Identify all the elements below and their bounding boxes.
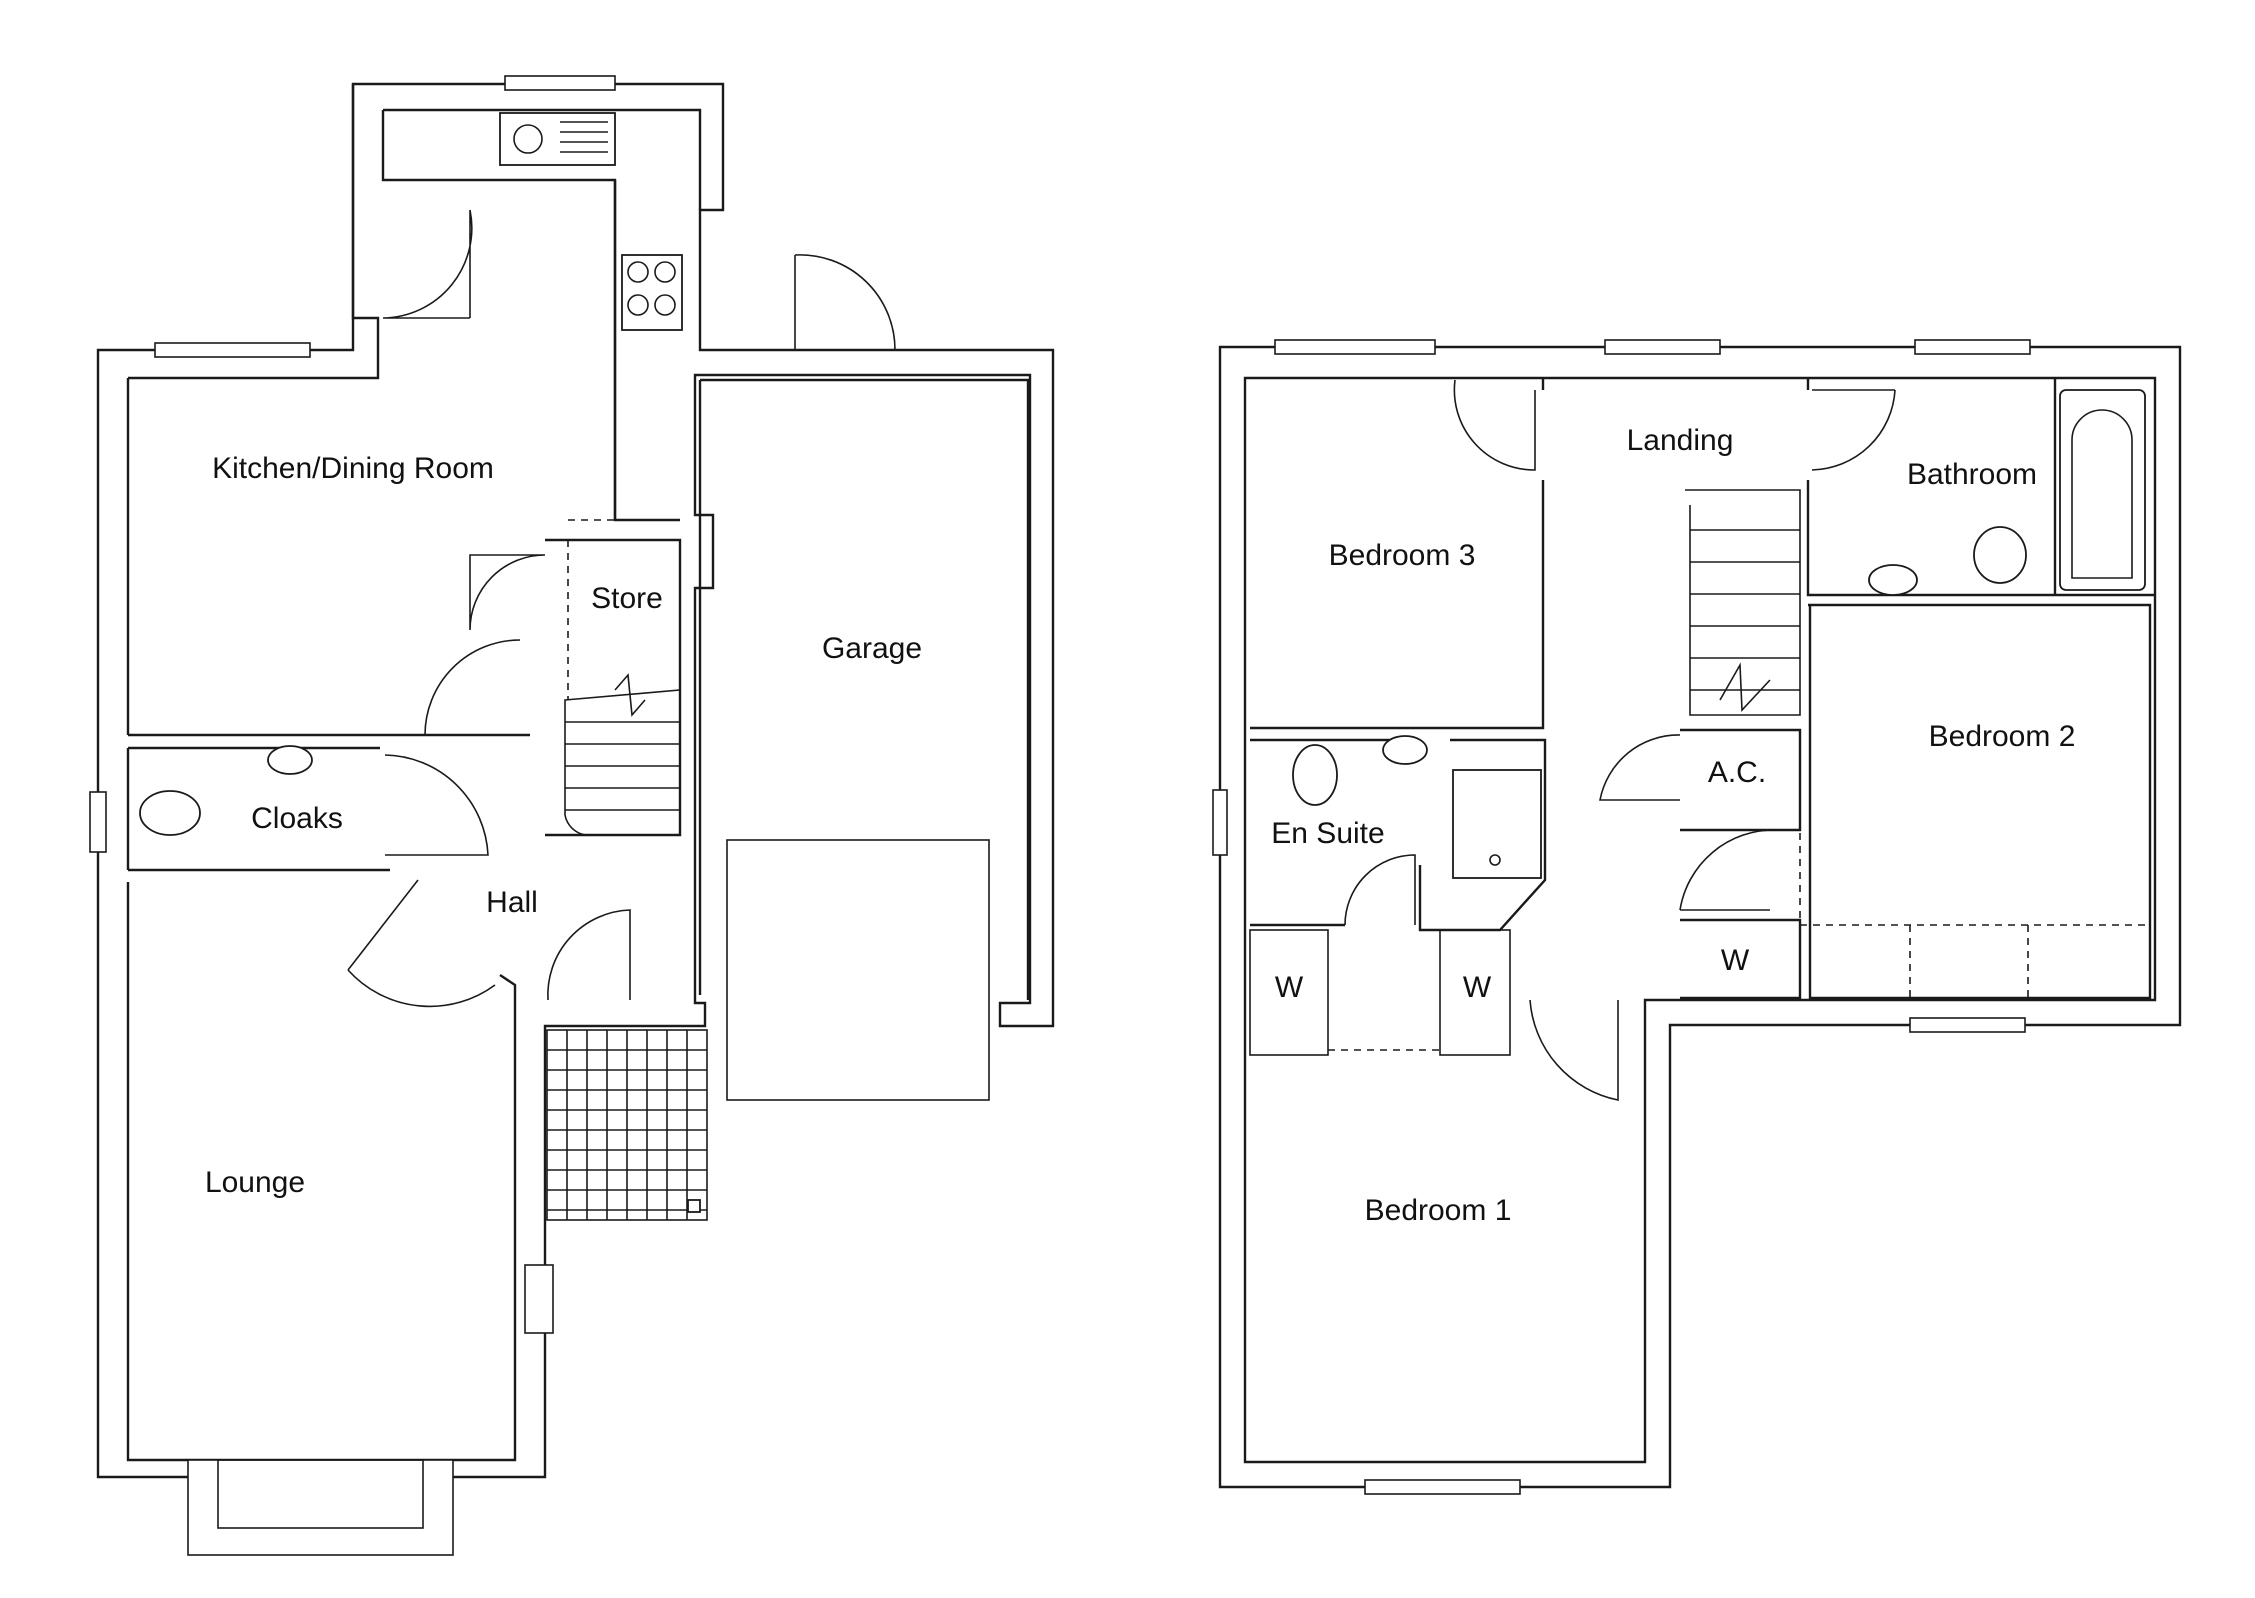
landing-window — [1604, 339, 1721, 355]
room-label-wardrobe-left: W — [1275, 971, 1304, 1004]
shower-tray — [1452, 769, 1542, 879]
first-floor-outer-wall — [1218, 345, 2182, 1489]
ground-floor-stairs — [564, 673, 681, 836]
room-label-bathroom: Bathroom — [1907, 458, 2037, 491]
hob-ring-icon — [627, 294, 649, 316]
room-label-cloaks: Cloaks — [251, 802, 343, 835]
bathroom-door — [1811, 389, 1896, 471]
first-floor-inner-outline — [1243, 376, 2157, 1464]
wardrobe-right-walls — [1680, 918, 1802, 1000]
kitchen-window-top — [504, 75, 616, 91]
kitchen-back-door — [382, 209, 473, 319]
garage-side-door — [794, 254, 896, 351]
hob — [621, 254, 683, 331]
bedroom2-window — [1909, 1017, 2026, 1033]
wardrobe-mid-box — [1439, 929, 1511, 1056]
room-label-ensuite: En Suite — [1271, 817, 1384, 850]
kitchen-window-left — [154, 342, 311, 358]
bedroom3-door — [1453, 379, 1536, 471]
porch-tiles — [547, 1030, 707, 1220]
room-label-wardrobe-mid: W — [1463, 971, 1492, 1004]
ensuite-door — [1344, 854, 1416, 926]
kitchen-hall-door — [469, 554, 546, 631]
shower-drain-icon — [1489, 854, 1501, 866]
bathroom-window — [1914, 339, 2031, 355]
room-label-store: Store — [591, 582, 663, 615]
hob-ring-icon — [627, 261, 649, 283]
bedroom1-door — [1529, 999, 1619, 1101]
porch-post — [687, 1199, 701, 1213]
first-floor-stairs — [1685, 489, 1801, 716]
room-label-garage: Garage — [822, 632, 922, 665]
bathroom-basin-icon — [1868, 564, 1918, 596]
hob-ring-icon — [654, 261, 676, 283]
lounge-bay-window-inner — [217, 1459, 424, 1529]
ground-floor-plan: Kitchen/Dining Room Store Garage Cloaks … — [89, 75, 1055, 1556]
cloaks-basin-icon — [267, 745, 313, 775]
room-label-kitchen-dining: Kitchen/Dining Room — [212, 452, 494, 485]
airing-cupboard-door — [1599, 734, 1681, 801]
bath-inner — [2071, 409, 2133, 579]
store-dashed-line — [567, 519, 680, 700]
bedroom2-wardrobe-dashed — [1799, 820, 2150, 998]
room-label-hall: Hall — [486, 886, 538, 919]
wardrobe-right-door — [1679, 829, 1776, 911]
bathroom-walls — [1806, 378, 2155, 597]
sink-bowl-icon — [513, 124, 543, 154]
cloaks-walls — [126, 746, 390, 872]
bath — [2059, 389, 2146, 591]
kitchen-sink — [499, 112, 616, 166]
lounge-inner-walls — [126, 882, 517, 1462]
ensuite-window — [1212, 789, 1228, 856]
bedroom1-window — [1364, 1479, 1521, 1495]
hob-ring-icon — [654, 294, 676, 316]
room-label-ac: A.C. — [1708, 756, 1766, 789]
cloaks-toilet-icon — [139, 790, 201, 836]
cloaks-door — [384, 754, 489, 856]
ensuite-toilet-icon — [1292, 744, 1338, 806]
room-label-bedroom3: Bedroom 3 — [1329, 539, 1476, 572]
airing-cupboard-walls — [1680, 728, 1802, 832]
ensuite-basin-icon — [1382, 735, 1428, 765]
room-label-lounge: Lounge — [205, 1166, 305, 1199]
room-label-bedroom2: Bedroom 2 — [1929, 720, 2076, 753]
wardrobe-left-box — [1249, 929, 1329, 1056]
ensuite-walls — [1250, 738, 1547, 932]
hall-window — [524, 1264, 554, 1334]
room-label-wardrobe-right: W — [1721, 944, 1750, 977]
bedroom3-window — [1274, 339, 1436, 355]
front-door — [547, 909, 631, 1001]
drainer-icon — [560, 121, 608, 153]
room-label-landing: Landing — [1627, 424, 1734, 457]
bedroom2-walls — [1808, 603, 2152, 1000]
bedroom3-walls — [1250, 378, 1545, 730]
lounge-bay-window-outer — [187, 1459, 454, 1556]
cloaks-window — [89, 791, 107, 853]
garage-inner-wall — [698, 378, 1030, 1000]
lounge-door — [347, 879, 496, 1008]
room-label-bedroom1: Bedroom 1 — [1365, 1194, 1512, 1227]
bathroom-toilet-icon — [1973, 526, 2027, 584]
ground-floor-outer-wall — [96, 82, 1055, 1479]
garage-door-panel — [726, 839, 990, 1101]
hall-kitchen-door — [424, 639, 521, 736]
first-floor-plan: Landing Bathroom Bedroom 3 Bedroom 2 A.C… — [1212, 339, 2182, 1495]
